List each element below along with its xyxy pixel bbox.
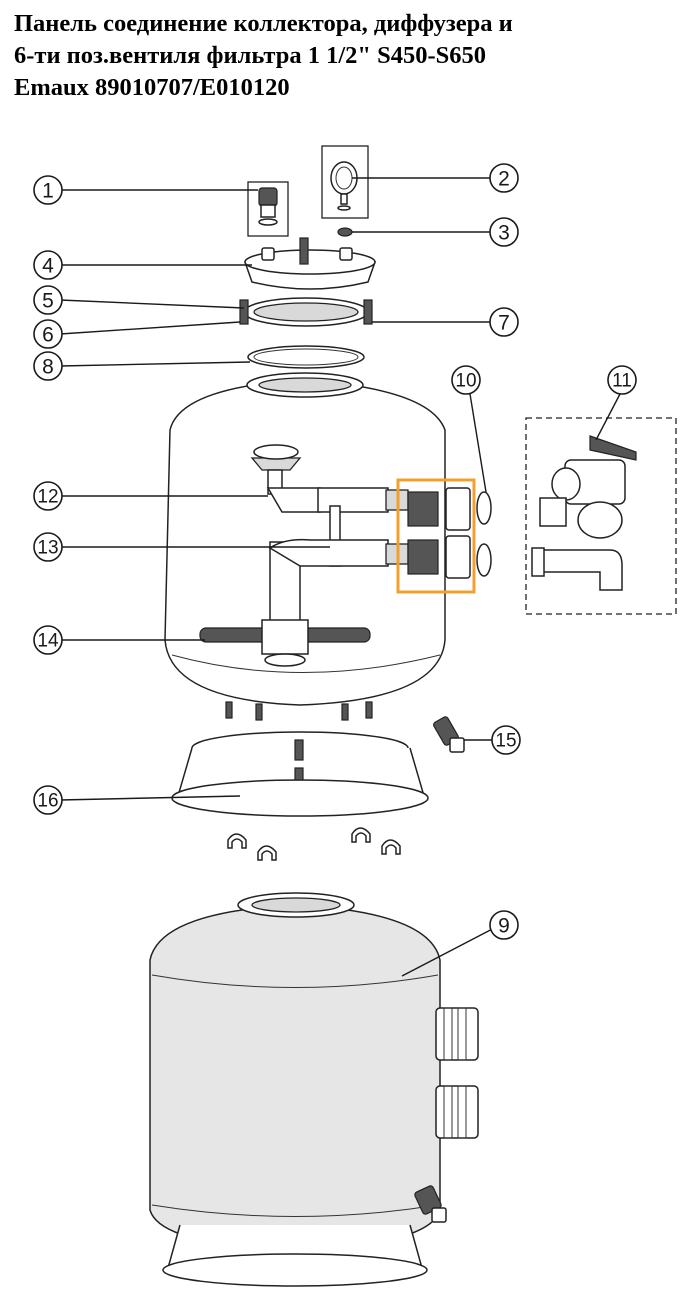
callout-12: 12 — [33, 481, 63, 511]
title-line-3: Emaux 89010707/E010120 — [14, 74, 290, 101]
title-line-2: 6-ти поз.вентиля фильтра 1 1/2" S450-S65… — [14, 42, 487, 69]
callout-14: 14 — [33, 625, 63, 655]
svg-text:13: 13 — [37, 538, 58, 559]
part-4-lid — [244, 237, 376, 290]
svg-text:5: 5 — [42, 290, 54, 313]
callout-6: 6 — [33, 319, 63, 349]
callout-5: 5 — [33, 285, 63, 315]
part-3-o-ring — [337, 227, 353, 237]
part-7-clamp-ring — [239, 297, 373, 327]
callout-15: 15 — [491, 725, 521, 755]
svg-text:3: 3 — [498, 222, 510, 245]
part-1-air-release — [247, 181, 289, 237]
svg-text:1: 1 — [42, 180, 54, 203]
svg-text:2: 2 — [498, 168, 510, 191]
svg-text:12: 12 — [37, 487, 58, 508]
callout-13: 13 — [33, 532, 63, 562]
callout-1: 1 — [33, 175, 63, 205]
svg-text:4: 4 — [42, 255, 54, 278]
part-16-base — [171, 731, 429, 817]
callout-9: 9 — [489, 910, 519, 940]
callout-3: 3 — [489, 217, 519, 247]
callout-11: 11 — [607, 365, 637, 395]
part-8-o-ring — [247, 345, 365, 369]
page-title: Панель соединение коллектора, диффузера … — [14, 8, 679, 104]
svg-text:7: 7 — [498, 312, 510, 335]
callout-2: 2 — [489, 163, 519, 193]
callout-7: 7 — [489, 307, 519, 337]
part-15-drain-plug — [433, 716, 465, 753]
part-12-diffuser — [250, 444, 409, 513]
callout-4: 4 — [33, 250, 63, 280]
tank-studs — [225, 701, 373, 721]
part-11-multiport-valve — [525, 417, 677, 615]
svg-text:14: 14 — [37, 631, 59, 652]
part-2-pressure-gauge — [321, 145, 369, 219]
callout-10: 10 — [451, 365, 481, 395]
svg-text:10: 10 — [455, 371, 476, 392]
title-line-1: Панель соединение коллектора, диффузера … — [14, 10, 513, 37]
svg-text:11: 11 — [612, 371, 632, 392]
part-9-filter-tank — [149, 892, 479, 1287]
highlight-box — [396, 478, 476, 594]
part-10-o-rings — [476, 491, 492, 577]
svg-text:9: 9 — [498, 915, 510, 938]
svg-text:6: 6 — [42, 324, 54, 347]
part-14-laterals — [199, 619, 371, 667]
base-clips — [227, 827, 401, 861]
svg-text:16: 16 — [37, 791, 58, 812]
callout-16: 16 — [33, 785, 63, 815]
svg-text:15: 15 — [495, 731, 516, 752]
highlighted-bulkhead-unions — [396, 478, 476, 594]
svg-text:8: 8 — [42, 356, 54, 379]
callout-8: 8 — [33, 351, 63, 381]
part-13-collector-pipe — [268, 505, 409, 623]
